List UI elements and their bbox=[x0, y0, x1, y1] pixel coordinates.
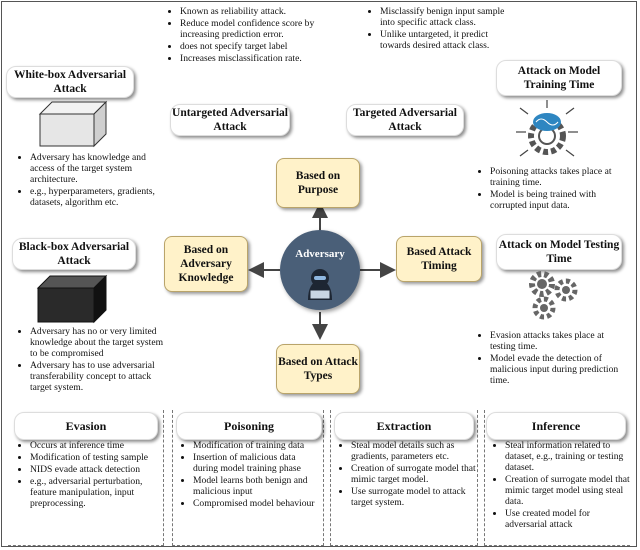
whitebox-title: White-box Adversarial Attack bbox=[6, 66, 134, 98]
targeted-bullet: Unlike untargeted, it predict towards de… bbox=[380, 29, 508, 51]
white-cube-icon bbox=[38, 100, 108, 148]
poisoning-title: Poisoning bbox=[176, 412, 322, 440]
whitebox-bullet: e.g., hyperparameters, gradients, datase… bbox=[30, 186, 158, 208]
untargeted-title: Untargeted Adversarial Attack bbox=[170, 104, 290, 136]
training-bullets: Poisoning attacks takes place at trainin… bbox=[478, 166, 628, 212]
center-connectors bbox=[248, 202, 396, 340]
evasion-bullet: Occurs at inference time bbox=[30, 440, 163, 451]
inference-title: Inference bbox=[486, 412, 626, 440]
training-title: Attack on Model Training Time bbox=[496, 60, 622, 96]
training-bullet: Poisoning attacks takes place at trainin… bbox=[490, 166, 628, 188]
timing-box: Based Attack Timing bbox=[396, 236, 482, 282]
evasion-bullet: Modification of testing sample bbox=[30, 452, 163, 463]
knowledge-box: Based on Adversary Knowledge bbox=[164, 236, 248, 292]
purpose-box: Based on Purpose bbox=[276, 158, 360, 208]
extraction-section: Steal model details such as gradients, p… bbox=[330, 410, 478, 546]
extraction-bullet: Use surrogate model to attack target sys… bbox=[351, 486, 477, 508]
untargeted-bullet: Increases misclassification rate. bbox=[180, 53, 340, 64]
testing-bullets: Evasion attacks takes place at testing t… bbox=[478, 330, 630, 387]
blackbox-bullets: Adversary has no or very limited knowled… bbox=[18, 326, 168, 394]
inference-bullet: Creation of surrogate model that mimic t… bbox=[505, 474, 630, 507]
blackbox-bullet: Adversary has no or very limited knowled… bbox=[30, 326, 168, 359]
poisoning-section: Modification of training data Insertion … bbox=[172, 410, 324, 546]
testing-title: Attack on Model Testing Time bbox=[496, 234, 622, 270]
inference-bullet: Use created model for adversarial attack bbox=[505, 508, 630, 530]
targeted-title: Targeted Adversarial Attack bbox=[346, 104, 464, 136]
types-box: Based on Attack Types bbox=[276, 344, 360, 394]
brain-gear-icon bbox=[516, 100, 578, 157]
poisoning-bullet: Modification of training data bbox=[193, 440, 323, 451]
poisoning-bullet: Compromised model behaviour bbox=[193, 498, 323, 509]
evasion-title: Evasion bbox=[14, 412, 158, 440]
evasion-section: Occurs at inference time Modification of… bbox=[8, 410, 164, 546]
training-bullet: Model is being trained with corrupted in… bbox=[490, 189, 628, 211]
untargeted-bullets: Known as reliability attack. Reduce mode… bbox=[168, 6, 340, 65]
targeted-bullets: Misclassify benign input sample into spe… bbox=[368, 6, 508, 52]
targeted-bullet: Misclassify benign input sample into spe… bbox=[380, 6, 508, 28]
evasion-bullet: NIDS evade attack detection bbox=[30, 464, 163, 475]
blackbox-title: Black-box Adversarial Attack bbox=[12, 238, 136, 270]
evasion-bullet: e.g., adversarial perturbation, feature … bbox=[30, 476, 163, 509]
poisoning-bullet: Insertion of malicious data during model… bbox=[193, 452, 323, 474]
whitebox-bullet: Adversary has knowledge and access of th… bbox=[30, 152, 158, 185]
poisoning-bullet: Model learns both benign and malicious i… bbox=[193, 475, 323, 497]
inference-section: Steal information related to dataset, e.… bbox=[484, 410, 630, 546]
gears-icon bbox=[529, 271, 578, 320]
adversary-label: Adversary bbox=[295, 248, 345, 260]
hacker-icon bbox=[308, 269, 332, 300]
extraction-bullet: Creation of surrogate model that mimic t… bbox=[351, 463, 477, 485]
untargeted-bullet: Reduce model confidence score by increas… bbox=[180, 18, 340, 40]
black-cube-icon bbox=[36, 274, 108, 324]
testing-bullet: Evasion attacks takes place at testing t… bbox=[490, 330, 630, 352]
extraction-bullet: Steal model details such as gradients, p… bbox=[351, 440, 477, 462]
untargeted-bullet: does not specify target label bbox=[180, 41, 340, 52]
testing-bullet: Model evade the detection of malicious i… bbox=[490, 353, 630, 386]
blackbox-bullet: Adversary has to use adversarial transfe… bbox=[30, 360, 168, 393]
inference-bullet: Steal information related to dataset, e.… bbox=[505, 440, 630, 473]
untargeted-bullet: Known as reliability attack. bbox=[180, 6, 340, 17]
whitebox-bullets: Adversary has knowledge and access of th… bbox=[18, 152, 158, 209]
extraction-title: Extraction bbox=[334, 412, 474, 440]
